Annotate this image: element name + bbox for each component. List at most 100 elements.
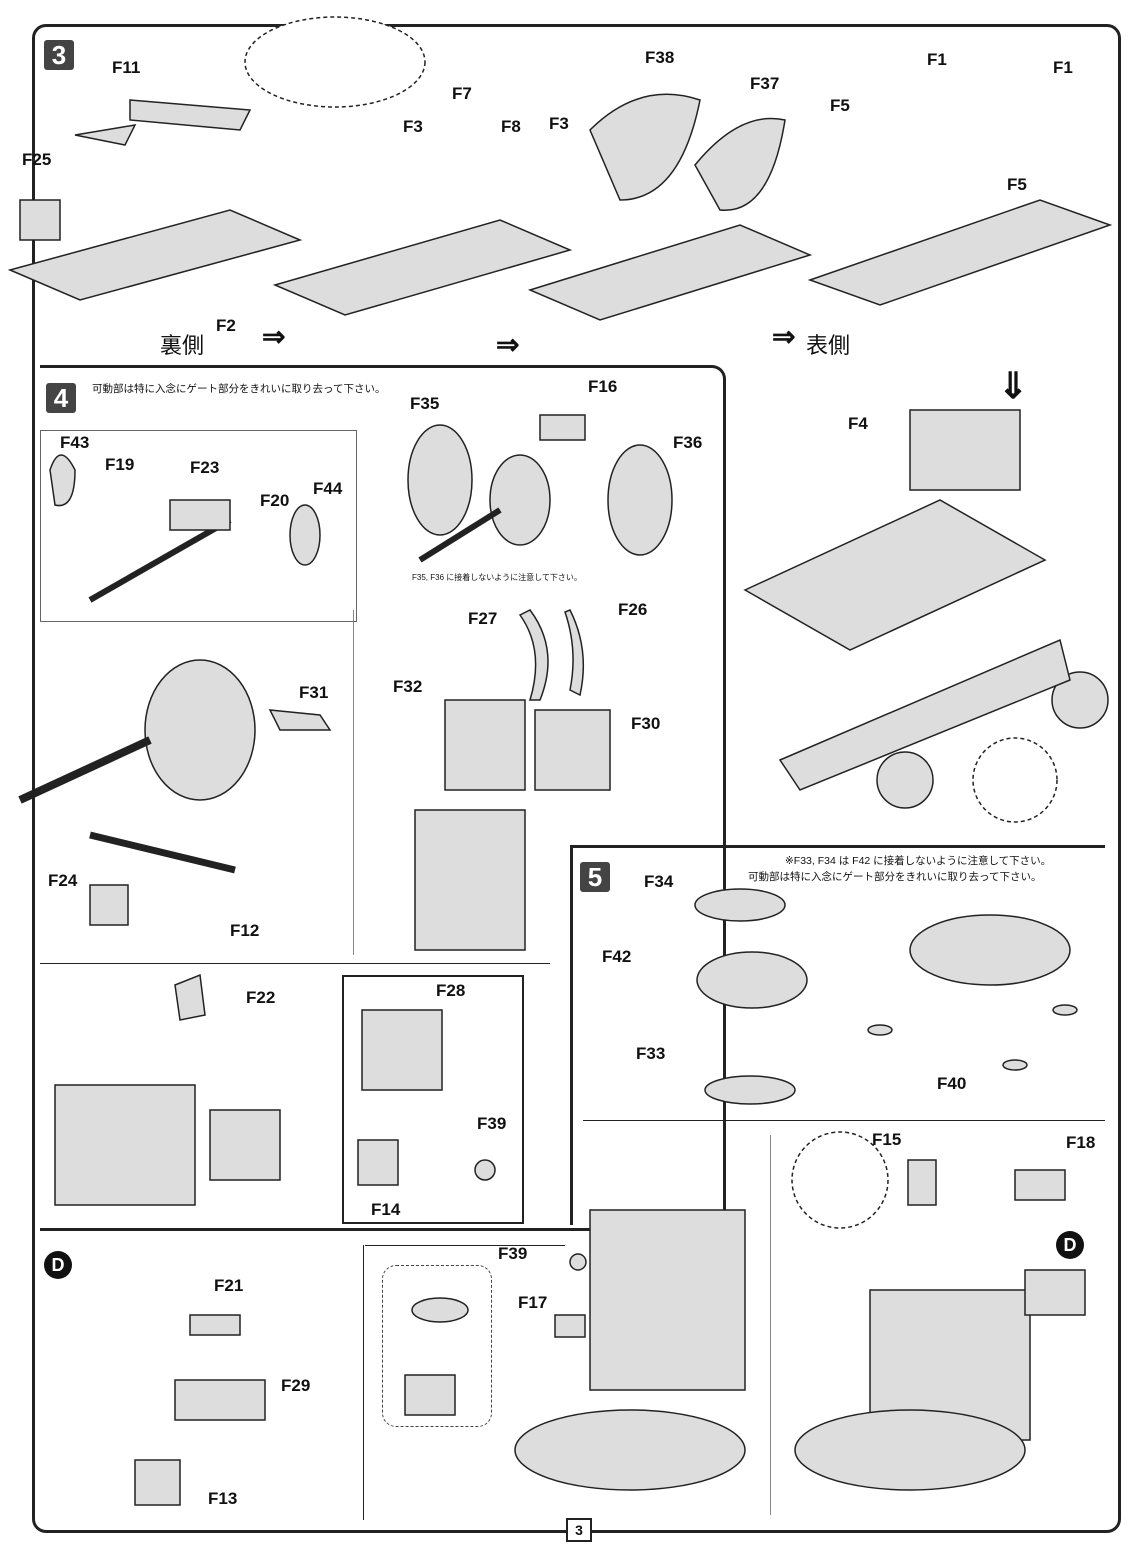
part-f26	[564, 609, 585, 697]
part-label: F32	[393, 677, 423, 696]
platform-step3	[527, 224, 813, 321]
part-f31	[268, 709, 332, 731]
part-label: F14	[371, 1200, 401, 1219]
part-f43	[49, 454, 76, 507]
part-label: F1	[927, 50, 947, 69]
front-side-label: 表側	[806, 333, 851, 358]
gun-assembly	[144, 659, 256, 801]
part-f21	[189, 1314, 241, 1336]
arrow-right-icon: ⇒	[262, 321, 286, 352]
part-label: F38	[645, 48, 675, 67]
part-label: F13	[208, 1489, 238, 1508]
part-label: F30	[631, 714, 661, 733]
step-note: 可動部は特に入念にゲート部分をきれいに取り去って下さい。	[748, 871, 1042, 883]
divider	[365, 1245, 565, 1246]
part-f13	[134, 1459, 181, 1506]
cradle	[489, 454, 551, 546]
gun-barrel	[88, 517, 232, 603]
gun-body	[169, 499, 231, 531]
part-label: F36	[673, 433, 703, 452]
part-label: F11	[112, 58, 141, 77]
marker-d: D	[44, 1251, 72, 1279]
step-note: 可動部は特に入念にゲート部分をきれいに取り去って下さい。	[92, 383, 386, 395]
part-label: F15	[872, 1130, 902, 1149]
wheel-guard-f38	[589, 93, 701, 201]
chassis-frame	[778, 638, 1071, 791]
turntable-base	[404, 1374, 456, 1416]
part-f28-assembled	[209, 1109, 281, 1181]
part-label: F34	[644, 872, 674, 891]
step-number-badge: 5	[580, 862, 610, 892]
step-note: ※F33, F34 は F42 に接着しないように注意して下さい。	[785, 855, 1052, 867]
part-f40	[1002, 1059, 1028, 1071]
part-label: F26	[618, 600, 648, 619]
part-label: F27	[468, 609, 498, 628]
detail-circle	[791, 1131, 889, 1229]
cross-base	[514, 1409, 746, 1491]
part-label: F39	[477, 1114, 507, 1133]
part-label: F16	[588, 377, 618, 396]
divider	[583, 1120, 1105, 1121]
axle-f12	[89, 831, 236, 874]
platform-f4	[743, 499, 1047, 651]
part-label: F8	[501, 117, 521, 136]
part-label: F23	[190, 458, 220, 477]
platform-top	[807, 199, 1113, 306]
part-f33	[704, 1075, 796, 1105]
part-f34	[694, 888, 786, 922]
part-f44	[289, 504, 321, 566]
gun-on-mount	[589, 1209, 746, 1391]
part-label: F40	[937, 1074, 967, 1093]
part-f22	[174, 973, 206, 1021]
step-note: F35, F36 に接着しないように注意して下さい。	[412, 573, 582, 582]
detail-circle	[244, 16, 426, 108]
shield-f30	[534, 709, 611, 791]
part-label: F17	[518, 1293, 548, 1312]
part-f16	[539, 414, 586, 441]
part-f29	[174, 1379, 266, 1421]
part-label: F5	[1007, 175, 1027, 194]
part-label: F43	[60, 433, 90, 452]
part-label: F1	[1053, 58, 1073, 77]
part-label: F7	[452, 84, 472, 103]
step4-panel	[40, 365, 726, 1231]
platform-step2	[272, 219, 573, 316]
step-number-badge: 4	[46, 383, 76, 413]
part-f35	[407, 424, 473, 536]
part-label: F3	[403, 117, 423, 136]
turntable-detail-box	[382, 1265, 492, 1427]
part-label: F31	[299, 683, 329, 702]
part-f11	[74, 99, 252, 146]
arrow-right-icon: ⇒	[772, 321, 796, 352]
wheel-guard-f37	[694, 117, 786, 211]
part-label: F22	[246, 988, 276, 1007]
part-label: F44	[313, 479, 343, 498]
shield-assembly	[54, 1084, 196, 1206]
part-f42	[696, 951, 808, 1009]
gun-barrel	[18, 736, 152, 804]
part-f27	[518, 609, 549, 701]
part-f40	[1052, 1004, 1078, 1016]
turntable-detail	[411, 1297, 469, 1323]
part-label: F25	[22, 150, 52, 169]
part-label: F3	[549, 114, 569, 133]
page-number: 3	[566, 1518, 592, 1542]
arrow-right-icon: ⇒	[496, 329, 520, 360]
part-label: F33	[636, 1044, 666, 1063]
part-f40	[867, 1024, 893, 1036]
part-f36	[607, 444, 673, 556]
part-label: F4	[848, 414, 868, 433]
wheel	[876, 751, 934, 809]
part-d	[1024, 1269, 1086, 1316]
shield-detail-box	[342, 975, 524, 1224]
divider	[40, 963, 550, 964]
base-assembled	[909, 914, 1071, 986]
cross-base-final	[794, 1409, 1026, 1491]
part-label: F21	[214, 1276, 244, 1295]
panel-f4	[909, 409, 1021, 491]
divider	[770, 1135, 771, 1515]
part-label: F29	[281, 1376, 311, 1395]
part-label: F18	[1066, 1133, 1096, 1152]
